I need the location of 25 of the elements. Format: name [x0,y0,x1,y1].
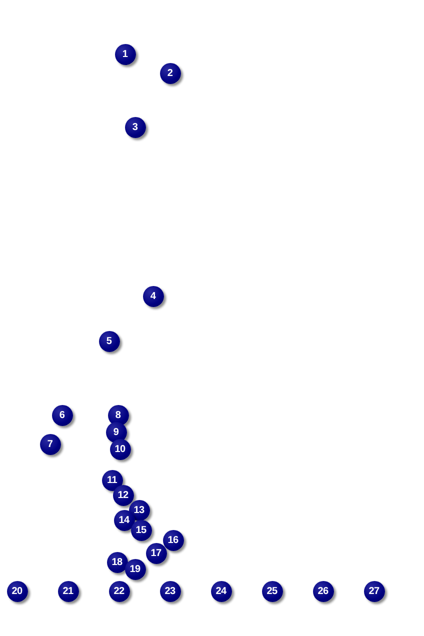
callout-number: 2 [160,62,180,84]
callout-number: 17 [146,542,166,564]
callout-number: 26 [312,580,334,602]
callout-number: 5 [98,330,120,352]
callout-number: 8 [108,404,128,426]
callout-number: 16 [162,530,184,550]
callout-number: 12 [112,484,134,506]
callout-number: 18 [106,552,128,572]
callout-number: 21 [58,580,78,602]
callout-number: 15 [130,520,152,540]
callout-number: 1 [114,44,136,64]
callout-number: 19 [124,558,146,580]
callout-number: 23 [160,580,180,602]
callout-number: 4 [142,286,164,306]
callout-number: 7 [40,434,60,454]
callout-number: 20 [6,580,28,602]
callout-number: 25 [262,580,282,602]
callout-number: 6 [52,404,72,426]
callout-number: 24 [210,580,232,602]
callout-number: 11 [102,470,122,490]
callout-number: 22 [108,580,130,602]
callout-number: 14 [114,510,134,530]
callout-number: 10 [110,438,130,460]
callout-number: 27 [364,580,384,602]
callout-number: 3 [124,116,146,138]
